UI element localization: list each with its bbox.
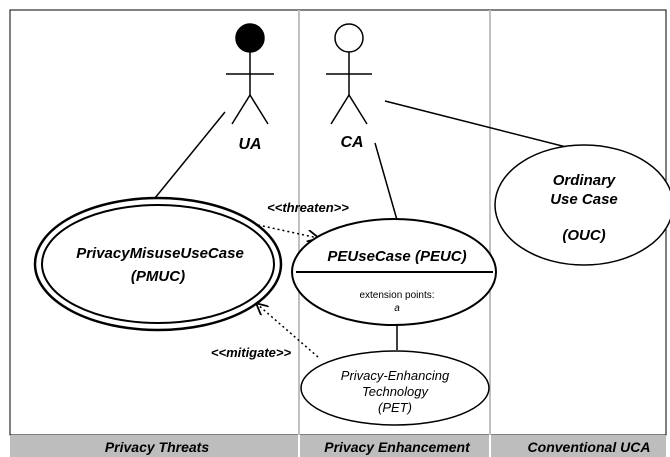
actor-ca-label: CA bbox=[340, 134, 363, 151]
use-case-pmuc[interactable]: PrivacyMisuseUseCase (PMUC) bbox=[33, 196, 283, 332]
actor-ua-label: UA bbox=[238, 136, 261, 153]
ouc-line-3: (OUC) bbox=[562, 227, 605, 244]
lane-label-privacy-threats: Privacy Threats bbox=[105, 439, 209, 455]
lane-label-conventional-uca: Conventional UCA bbox=[528, 439, 651, 455]
actor-ca-head bbox=[334, 23, 364, 53]
pmuc-abbrev: (PMUC) bbox=[131, 268, 185, 285]
pet-line-2: Technology bbox=[362, 384, 430, 399]
mitigate-label: <<mitigate>> bbox=[211, 345, 292, 360]
use-case-ouc[interactable]: Ordinary Use Case (OUC) bbox=[494, 144, 670, 266]
use-case-peuc[interactable]: PEUseCase (PEUC) extension points: a bbox=[291, 218, 497, 326]
mitigate-arrow bbox=[257, 304, 319, 358]
lane-footer-bar bbox=[10, 435, 666, 457]
use-case-pet[interactable]: Privacy-Enhancing Technology (PET) bbox=[300, 350, 490, 426]
association-ua-pmuc bbox=[154, 111, 226, 199]
association-ca-peuc bbox=[374, 142, 398, 221]
threaten-arrow bbox=[257, 224, 318, 238]
actor-ua[interactable]: UA bbox=[226, 23, 274, 153]
actor-ca[interactable]: CA bbox=[326, 23, 372, 151]
actor-ua-head bbox=[235, 23, 265, 53]
association-ca-ouc bbox=[384, 100, 583, 152]
pmuc-name: PrivacyMisuseUseCase bbox=[76, 245, 244, 262]
lane-label-privacy-enhancement: Privacy Enhancement bbox=[324, 439, 471, 455]
pet-line-1: Privacy-Enhancing bbox=[341, 368, 450, 383]
pet-line-3: (PET) bbox=[378, 400, 412, 415]
peuc-extension-point-value: a bbox=[394, 303, 400, 314]
peuc-title: PEUseCase (PEUC) bbox=[327, 248, 466, 265]
ouc-line-2: Use Case bbox=[550, 191, 618, 208]
peuc-extension-points-label: extension points: bbox=[359, 290, 434, 301]
ouc-line-1: Ordinary bbox=[553, 172, 616, 189]
threaten-label: <<threaten>> bbox=[267, 200, 349, 215]
